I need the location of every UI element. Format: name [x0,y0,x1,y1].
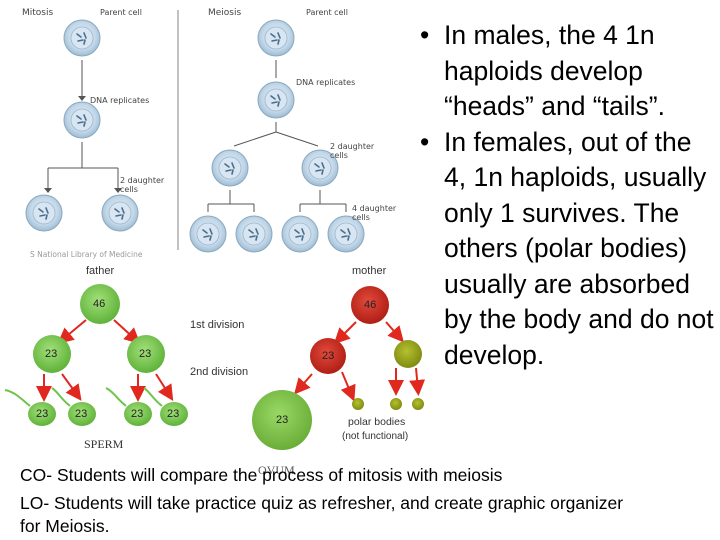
haploid-count: 23 [45,348,58,360]
second-division-label: 2nd division [190,366,249,378]
haploid-count: 23 [167,408,180,420]
meiosis-gamete-cell [281,215,319,253]
mitosis-daughter-cell [101,194,139,232]
meiosis-daughter-cell [211,149,249,187]
father-label: father [86,265,115,277]
meiosis-title: Meiosis [208,8,242,18]
mitosis-parent-cell [63,19,101,57]
mother-label: mother [352,265,387,277]
first-division-label: 1st division [190,319,245,331]
sperm-cell [105,387,152,426]
ovum-cell [252,390,312,450]
meiosis-two-cells-text: cells [330,151,348,160]
credit-text: S National Library of Medicine [30,250,143,259]
meiosis-gamete-cell [189,215,227,253]
lesson-objective-line1: LO- Students will take practice quiz as … [20,493,624,513]
sperm-cell [143,387,188,426]
bullet-males: In males, the 4 1n haploids develop “hea… [404,18,716,125]
haploid-count: 23 [139,348,152,360]
meiosis-two-daughter-text: 2 daughter [330,142,375,151]
meiosis-parent-cell [257,19,295,57]
mitosis-daughter-cell [25,194,63,232]
meiosis-four-daughter-label: 4 daughter cells [352,204,396,222]
meiosis-replicate-label: DNA replicates [296,78,356,87]
mitosis-replicated-cell [63,101,101,139]
secondary-spermatocyte-cell [33,335,71,373]
mitosis-meiosis-diagram [25,10,365,253]
haploid-count: 23 [322,350,335,362]
not-functional-label: (not functional) [342,431,409,442]
polar-body [412,398,424,410]
meiosis-parent-label: Parent cell [306,8,348,17]
course-objective: CO- Students will compare the process of… [20,465,503,485]
mitosis-parent-label: Parent cell [100,8,142,17]
meiosis-gamete-cell [235,215,273,253]
secondary-oocyte-cell [310,338,346,374]
polar-bodies-label: polar bodies [348,416,406,428]
father-cell [80,284,120,324]
sperm-cell [51,387,96,426]
ovum-label: OVUM [258,463,295,477]
meiosis-four-cells-text: cells [352,213,370,222]
lesson-objective-line2: for Meiosis. [20,516,110,536]
haploid-count: 23 [36,408,49,420]
mitosis-cells-text: cells [120,185,138,194]
meiosis-four-daughter-text: 4 daughter [352,204,397,213]
bullet-females: In females, out of the 4, 1n haploids, u… [404,125,716,374]
secondary-spermatocyte-cell [127,335,165,373]
polar-body [352,398,364,410]
mitosis-title: Mitosis [22,8,54,18]
bullet-list: In males, the 4 1n haploids develop “hea… [404,18,716,373]
meiosis-two-daughter-label: 2 daughter cells [330,142,374,160]
meiosis-replicated-cell [257,81,295,119]
father-chromosome-count: 46 [93,298,106,310]
mitosis-replicate-label: DNA replicates [90,96,150,105]
haploid-count: 23 [276,414,289,426]
haploid-count: 23 [75,408,88,420]
haploid-count: 23 [131,408,144,420]
polar-body [390,398,402,410]
mother-chromosome-count: 46 [364,299,377,311]
mitosis-daughter-text: 2 daughter [120,176,165,185]
sperm-label: SPERM [84,437,124,451]
mitosis-daughter-label: 2 daughter cells [120,176,164,194]
mother-cell [351,286,389,324]
sperm-cell [4,389,56,426]
